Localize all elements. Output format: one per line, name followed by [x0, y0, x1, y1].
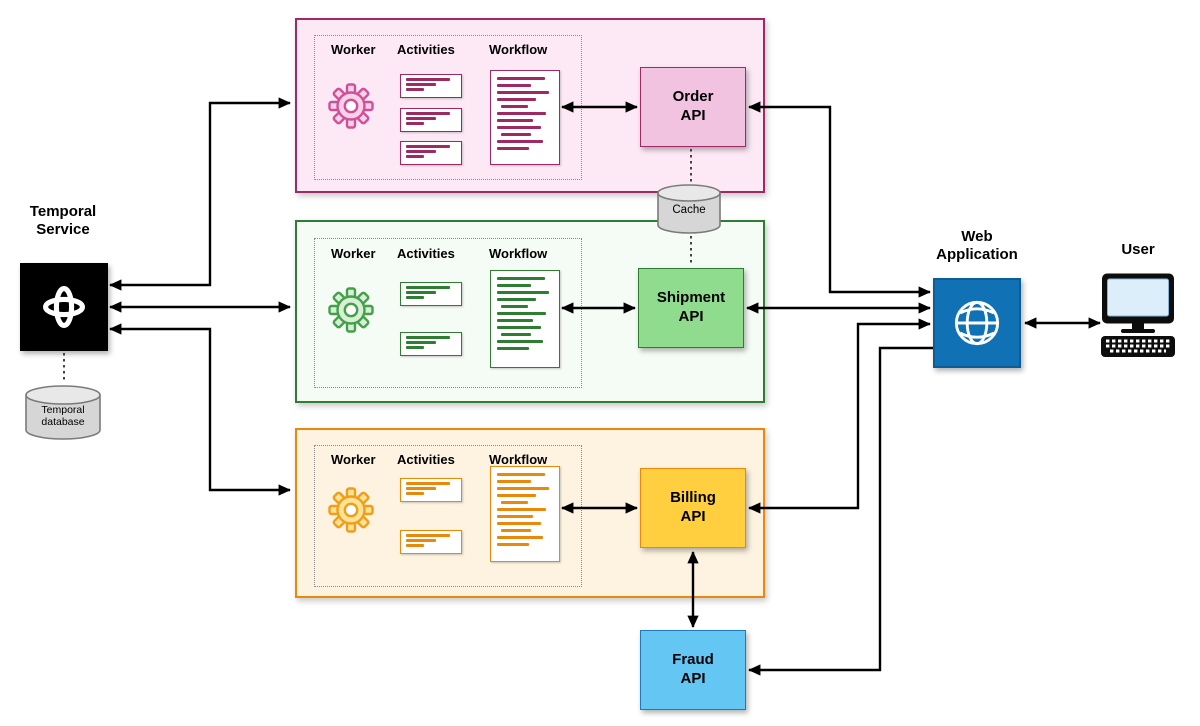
billing-service-box: Worker Activities Workflow	[295, 428, 765, 598]
temporal-logo-icon	[43, 286, 85, 328]
cache-cylinder-icon	[657, 184, 721, 234]
worker-gear-icon	[328, 287, 374, 333]
activity-card	[400, 530, 462, 554]
worker-heading: Worker	[331, 452, 376, 467]
activity-card	[400, 478, 462, 502]
arrow-temporal-order-service	[109, 97, 291, 291]
worker-heading: Worker	[331, 42, 376, 57]
arrow-billing-api-webapp	[748, 318, 931, 514]
cache-node: Cache	[656, 183, 722, 235]
activity-card	[400, 282, 462, 306]
billing-api-node: Billing API	[640, 468, 746, 548]
workflow-document	[490, 466, 560, 562]
temporal-database: Temporal database	[24, 384, 102, 442]
workflow-document	[490, 70, 560, 165]
temporal-database-label: Temporal database	[41, 404, 85, 429]
worker-gear-icon	[328, 83, 374, 129]
arrow-order-api-webapp	[748, 101, 931, 298]
cache-label: Cache	[672, 204, 706, 216]
shipment-api-node: Shipment API	[638, 268, 744, 348]
arrow-webapp-fraud-api	[748, 346, 933, 676]
activity-card	[400, 332, 462, 356]
activities-heading: Activities	[397, 42, 455, 57]
temporal-service-node	[20, 263, 108, 351]
activity-card	[400, 74, 462, 98]
workflow-heading: Workflow	[489, 246, 548, 261]
activities-heading: Activities	[397, 246, 455, 261]
database-cylinder-icon	[25, 385, 101, 440]
web-application-label: Web Application	[936, 228, 1018, 263]
temporal-service-label: Temporal Service	[29, 203, 97, 238]
activity-card	[400, 108, 462, 132]
activity-card	[400, 141, 462, 165]
fraud-api-node: Fraud API	[640, 630, 746, 710]
activities-heading: Activities	[397, 452, 455, 467]
worker-group-border	[314, 445, 582, 587]
worker-heading: Worker	[331, 246, 376, 261]
globe-icon	[954, 300, 1000, 346]
user-label: User	[1121, 241, 1155, 258]
user-computer-icon	[1101, 273, 1175, 357]
worker-gear-icon	[328, 487, 374, 533]
workflow-heading: Workflow	[489, 42, 548, 57]
arrow-temporal-billing-service	[109, 323, 291, 496]
order-api-node: Order API	[640, 67, 746, 147]
order-service-box: Worker Activities Workflow	[295, 18, 765, 193]
workflow-document	[490, 270, 560, 368]
web-application-node	[933, 278, 1021, 368]
shipment-service-box: Worker Activities Workflow	[295, 220, 765, 403]
workflow-heading: Workflow	[489, 452, 548, 467]
